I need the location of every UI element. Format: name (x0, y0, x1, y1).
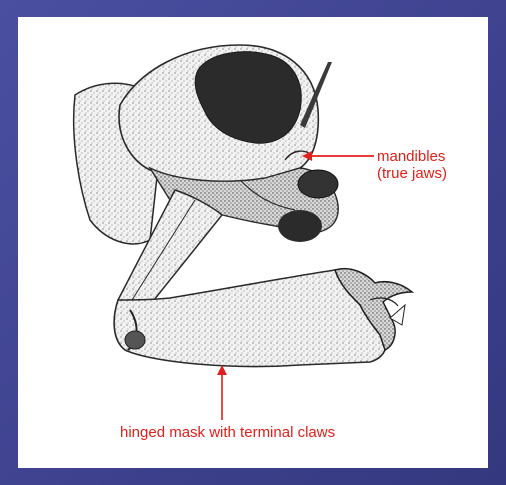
hinge-joint (125, 331, 145, 349)
mandibles (298, 170, 338, 198)
hinged-mask-label: hinged mask with terminal claws (120, 424, 335, 442)
mask-arrow (217, 365, 227, 420)
mandibles-label: mandibles (377, 148, 445, 166)
true-jaws-label: (true jaws) (377, 165, 447, 183)
lower-eye (278, 210, 322, 242)
